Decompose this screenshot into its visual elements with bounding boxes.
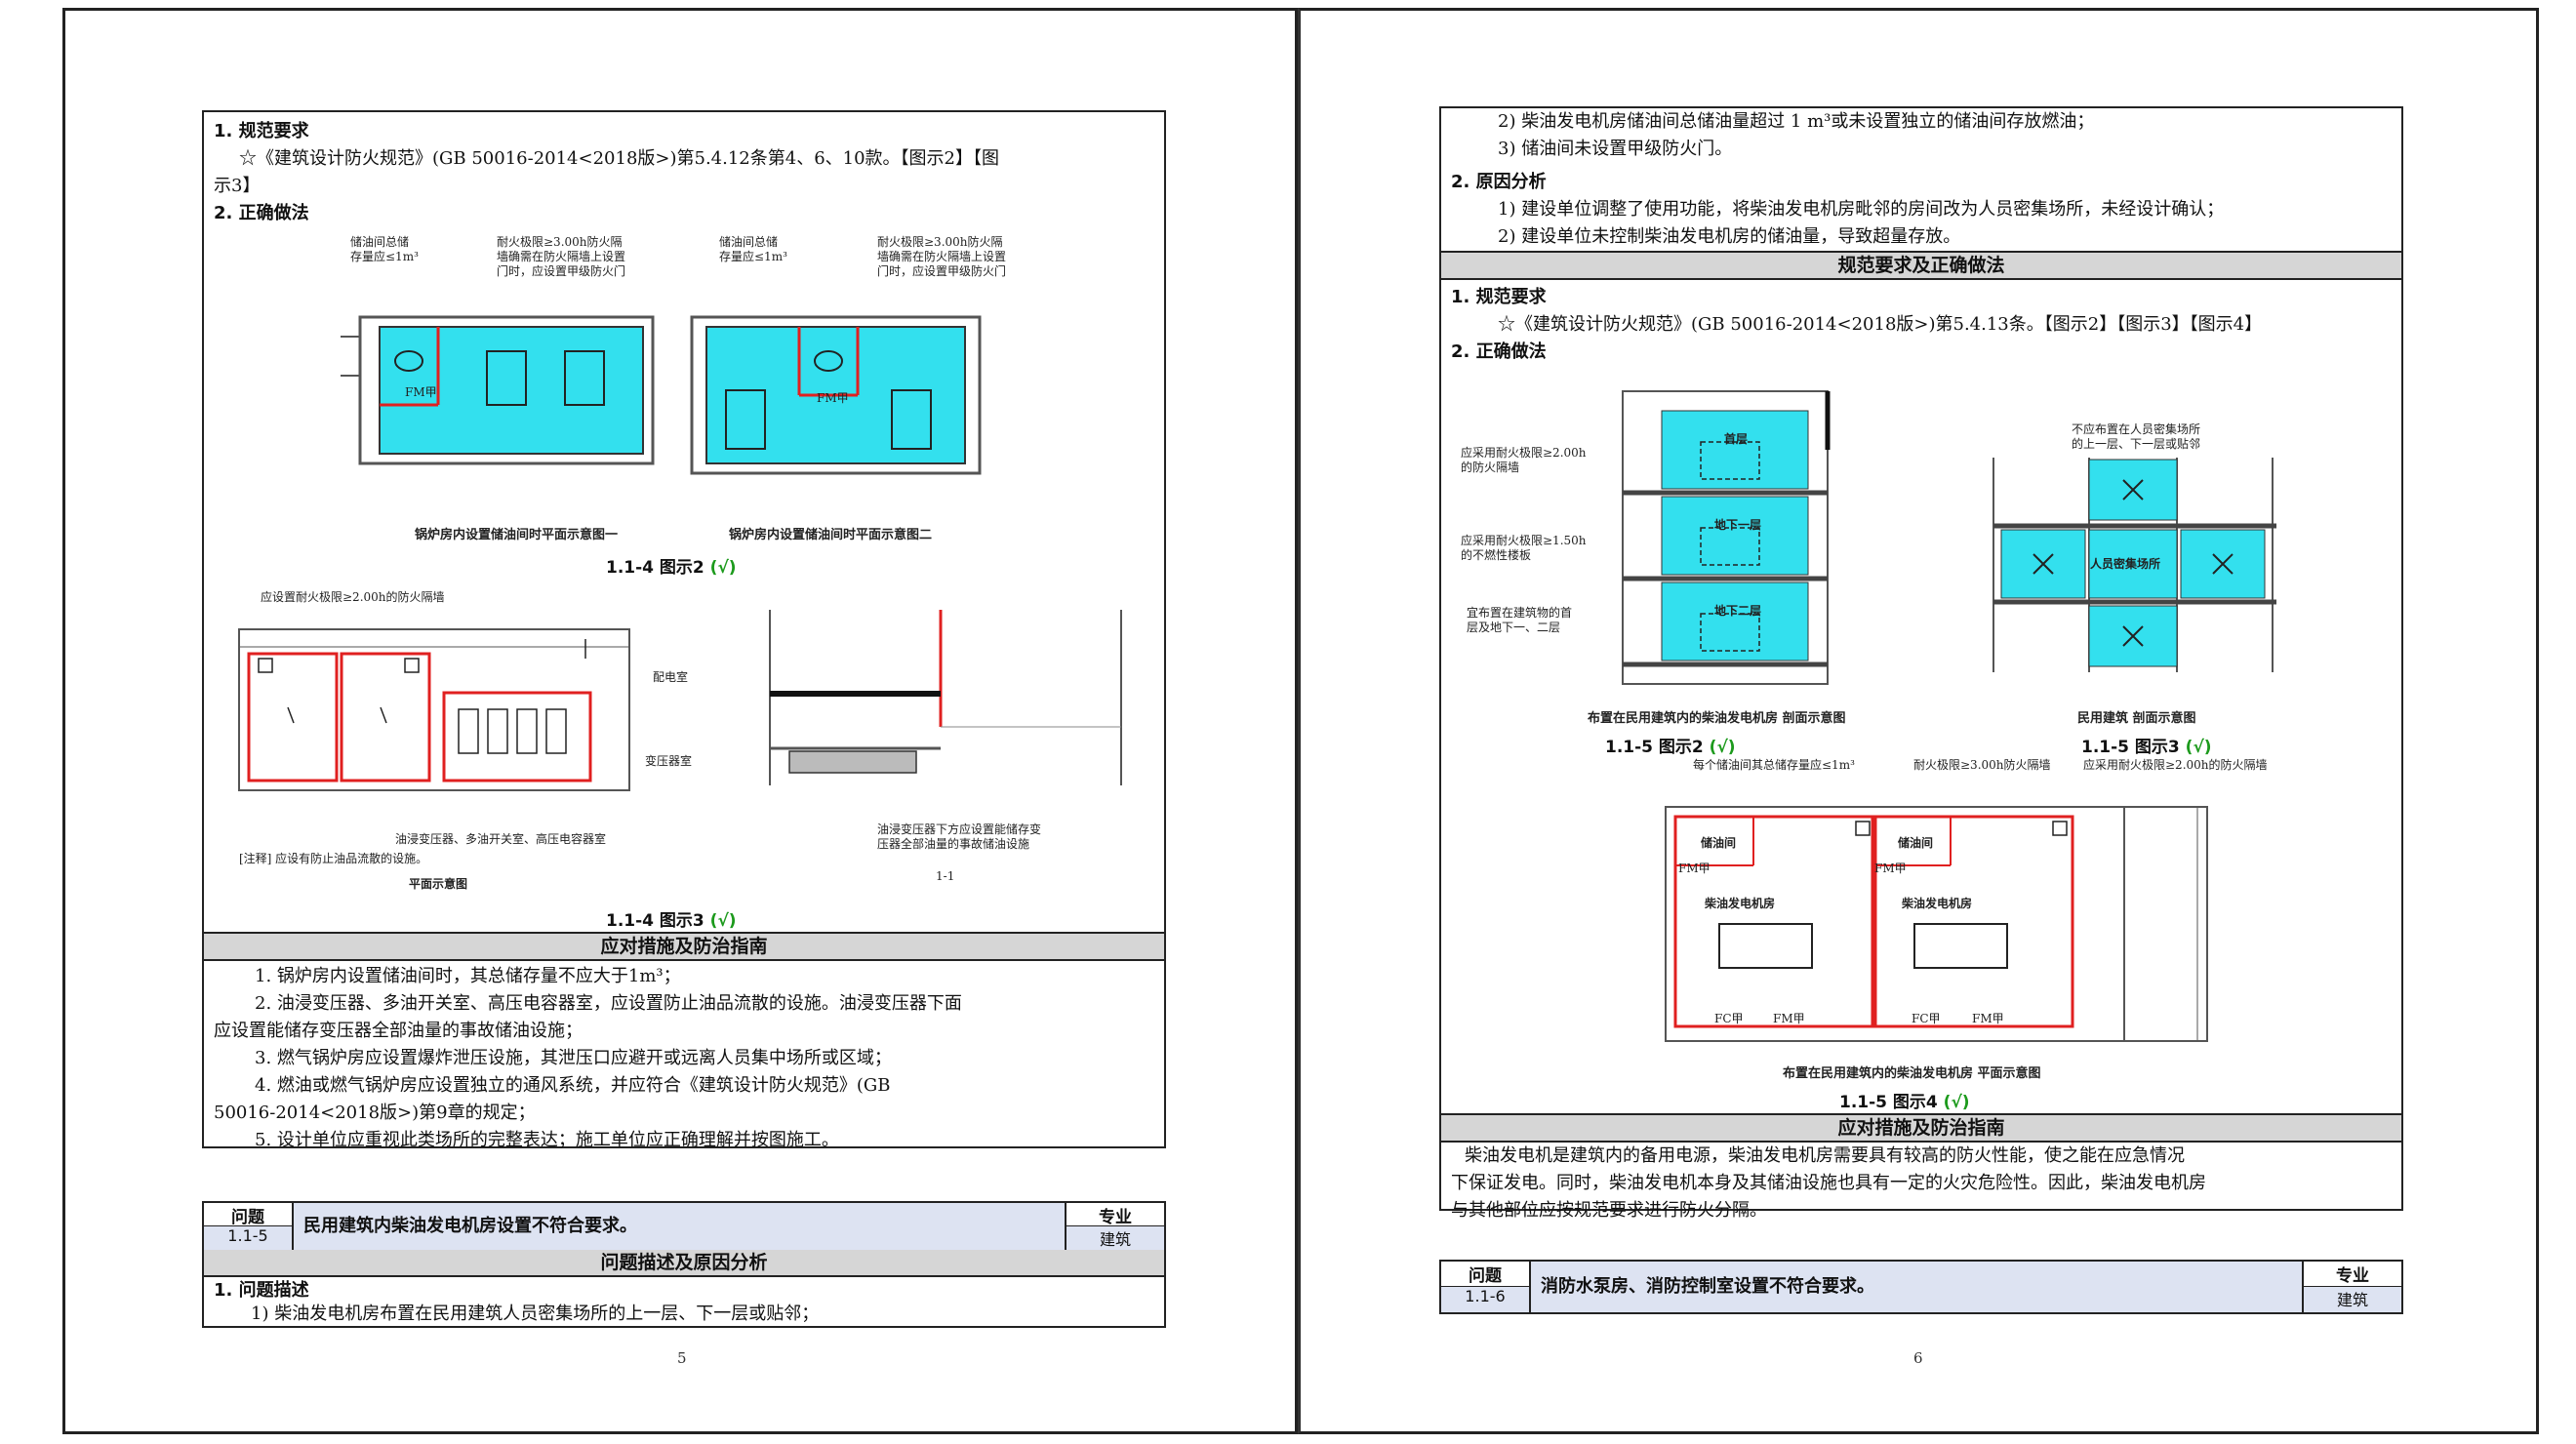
fig4-fc-1: FC甲 [1714, 1012, 1744, 1025]
issue-title: 消防水泵房、消防控制室设置不符合要求。 [1531, 1262, 2304, 1312]
fig3-note-top: 应设置耐火极限≥2.00h的防火隔墙 [261, 590, 445, 604]
measure-item: 50016-2014<2018版>)第9章的规定； [214, 1103, 536, 1123]
desc-item-2: 2) 柴油发电机房储油间总储油量超过 1 m³或未设置独立的储油间存放燃油； [1498, 111, 2095, 132]
cause-heading: 2. 原因分析 [1451, 172, 1547, 192]
issue-title: 民用建筑内柴油发电机房设置不符合要求。 [294, 1203, 1067, 1250]
issue-code: 1.1-6 [1441, 1287, 1531, 1312]
desc-item-1: 1) 柴油发电机房布置在民用建筑人员密集场所的上一层、下一层或贴邻； [251, 1304, 820, 1324]
measure-item: 应设置能储存变压器全部油量的事故储油设施； [214, 1021, 583, 1041]
fig2-caption: 1.1-5 图示2 (√) [1605, 738, 1736, 757]
fig4-room-gen-2: 柴油发电机房 [1902, 897, 1973, 910]
fig4-sub: 布置在民用建筑内的柴油发电机房 平面示意图 [1783, 1066, 2041, 1081]
req-bar: 规范要求及正确做法 [1441, 251, 2401, 280]
fig2-plan-2 [690, 315, 982, 475]
content-frame-lower: 问题描述及原因分析 1. 问题描述 1) 柴油发电机房布置在民用建筑人员密集场所… [202, 1250, 1166, 1328]
issue-label: 问题 [1441, 1262, 1531, 1287]
req-heading: 1. 规范要求 [214, 121, 309, 141]
fig3-grid [1992, 458, 2276, 672]
fig3-note: 不应布置在人员密集场所的上一层、下一层或贴邻 [2072, 422, 2201, 451]
fig2-plan-1 [341, 315, 655, 465]
fig3-room-2: 变压器室 [645, 754, 693, 768]
fig3-room-1: 配电室 [653, 670, 689, 684]
fig3-note-bottom: 油浸变压器、多油开关室、高压电容器室 [395, 832, 607, 846]
issue-label: 问题 [204, 1203, 294, 1227]
fig2-floor-2: 地下一层 [1714, 518, 1762, 532]
fig4-room-oil-1: 储油间 [1701, 836, 1737, 850]
correct-heading: 2. 正确做法 [1451, 341, 1547, 362]
issue-table: 问题 1.1-5 民用建筑内柴油发电机房设置不符合要求。 专业 建筑 [202, 1201, 1166, 1252]
content-frame-upper: 1. 规范要求 ☆《建筑设计防火规范》(GB 50016-2014<2018版>… [202, 110, 1166, 1150]
fig2-note-c: 宜布置在建筑物的首层及地下一、二层 [1467, 606, 1573, 634]
fig3-sub: 民用建筑 剖面示意图 [2077, 711, 2196, 726]
fig2-note-d: 耐火极限≥3.00h防火隔墙确需在防火隔墙上设置门时，应设置甲级防火门 [877, 235, 1007, 278]
req-text: ☆《建筑设计防火规范》(GB 50016-2014<2018版>)第5.4.12… [239, 148, 1000, 169]
desc-bar: 问题描述及原因分析 [204, 1250, 1164, 1277]
check-mark: (√) [709, 558, 737, 578]
fig2-section [1622, 390, 1831, 685]
fig2-sub: 布置在民用建筑内的柴油发电机房 剖面示意图 [1588, 711, 1846, 726]
fig4-fm-3: FM甲 [1773, 1012, 1805, 1025]
fig2-floor-1: 首层 [1724, 432, 1749, 446]
fm-label: FM甲 [405, 385, 437, 399]
fig4-note-a: 每个储油间其总储存量应≤1m³ [1693, 758, 1855, 772]
measures-bar: 应对措施及防治指南 [204, 932, 1164, 961]
fig3-caption: 1.1-5 图示3 (√) [2081, 738, 2212, 757]
fig3-sub-1: 平面示意图 [409, 877, 468, 891]
fig4-room-oil-2: 储油间 [1898, 836, 1934, 850]
measure-item: 5. 设计单位应重视此类场所的完整表达；施工单位应正确理解并按图施工。 [255, 1130, 839, 1150]
page-number: 6 [1913, 1349, 1923, 1367]
fig4-fc-2: FC甲 [1912, 1012, 1941, 1025]
page-number: 5 [677, 1349, 687, 1367]
issue-code: 1.1-5 [204, 1226, 294, 1250]
fig3-center-label: 人员密集场所 [2090, 557, 2161, 571]
fig3-note-right: 油浸变压器下方应设置能储存变压器全部油量的事故储油设施 [877, 822, 1042, 851]
fig4-room-gen-1: 柴油发电机房 [1705, 897, 1776, 910]
measure-item: 3. 燃气锅炉房应设置爆炸泄压设施，其泄压口应避开或远离人员集中场所或区域； [255, 1048, 892, 1068]
content-frame-upper: 2) 柴油发电机房储油间总储油量超过 1 m³或未设置独立的储油间存放燃油； 3… [1439, 106, 2403, 1221]
measure-item: 2. 油浸变压器、多油开关室、高压电容器室，应设置防止油品流散的设施。油浸变压器… [255, 993, 962, 1014]
major-value: 建筑 [1067, 1226, 1164, 1250]
desc-item-3: 3) 储油间未设置甲级防火门。 [1498, 139, 1733, 159]
major-label: 专业 [2304, 1262, 2401, 1287]
fig2-sub-2: 锅炉房内设置储油间时平面示意图二 [729, 528, 933, 542]
req-text: ☆《建筑设计防火规范》(GB 50016-2014<2018版>)第5.4.13… [1498, 314, 2263, 335]
fig4-fm-4: FM甲 [1972, 1012, 2004, 1025]
major-label: 专业 [1067, 1203, 1164, 1227]
fig3-section [769, 610, 1122, 785]
fig4-note-b: 耐火极限≥3.00h防火隔墙 [1913, 758, 2051, 772]
fig4-caption: 1.1-5 图示4 (√) [1839, 1093, 1970, 1112]
measures-paragraph: 柴油发电机是建筑内的备用电源，柴油发电机房需要具有较高的防火性能，使之能在应急情… [1451, 1145, 2206, 1221]
measures-bar: 应对措施及防治指南 [1441, 1113, 2401, 1143]
measure-item: 1. 锅炉房内设置储油间时，其总储存量不应大于1m³； [255, 966, 681, 986]
fig3-caption: 1.1-4 图示3 (√) [606, 911, 737, 931]
fig2-sub-1: 锅炉房内设置储油间时平面示意图一 [415, 528, 619, 542]
fig3-note-remark: [注释] 应设有防止油品流散的设施。 [239, 852, 428, 865]
req-heading: 1. 规范要求 [1451, 287, 1547, 307]
fig2-caption: 1.1-4 图示2 (√) [606, 558, 737, 578]
desc-heading: 1. 问题描述 [214, 1280, 309, 1301]
fig4-fm-2: FM甲 [1874, 862, 1907, 875]
fig3-sub-2: 1-1 [936, 869, 955, 883]
measures-list: 1. 锅炉房内设置储油间时，其总储存量不应大于1m³； 2. 油浸变压器、多油开… [214, 963, 1150, 1154]
fig2-floor-3: 地下二层 [1714, 604, 1762, 618]
fig2-note-a: 储油间总储存量应≤1m³ [350, 235, 419, 263]
fig4-fm-1: FM甲 [1678, 862, 1711, 875]
fig4-plan [1665, 806, 2208, 1042]
fig2-note-b: 耐火极限≥3.00h防火隔墙确需在防火隔墙上设置门时，应设置甲级防火门 [497, 235, 626, 278]
issue-table: 问题 1.1-6 消防水泵房、消防控制室设置不符合要求。 专业 建筑 [1439, 1260, 2403, 1314]
fig3-plan [238, 628, 630, 791]
req-text-cont: 示3】 [214, 176, 261, 196]
measure-item: 4. 燃油或燃气锅炉房应设置独立的通风系统，并应符合《建筑设计防火规范》(GB [255, 1075, 891, 1096]
cause-item-1: 1) 建设单位调整了使用功能，将柴油发电机房毗邻的房间改为人员密集场所，未经设计… [1498, 199, 2225, 220]
fig2-note-c: 储油间总储存量应≤1m³ [719, 235, 787, 263]
correct-heading: 2. 正确做法 [214, 203, 309, 223]
major-value: 建筑 [2304, 1287, 2401, 1312]
fm-label-2: FM甲 [817, 391, 849, 405]
fig4-note-c: 应采用耐火极限≥2.00h的防火隔墙 [2083, 758, 2268, 772]
page-5: 1. 规范要求 ☆《建筑设计防火规范》(GB 50016-2014<2018版>… [62, 8, 1298, 1434]
cause-item-2: 2) 建设单位未控制柴油发电机房的储油量，导致超量存放。 [1498, 226, 1961, 247]
page-6: 2) 柴油发电机房储油间总储油量超过 1 m³或未设置独立的储油间存放燃油； 3… [1298, 8, 2539, 1434]
